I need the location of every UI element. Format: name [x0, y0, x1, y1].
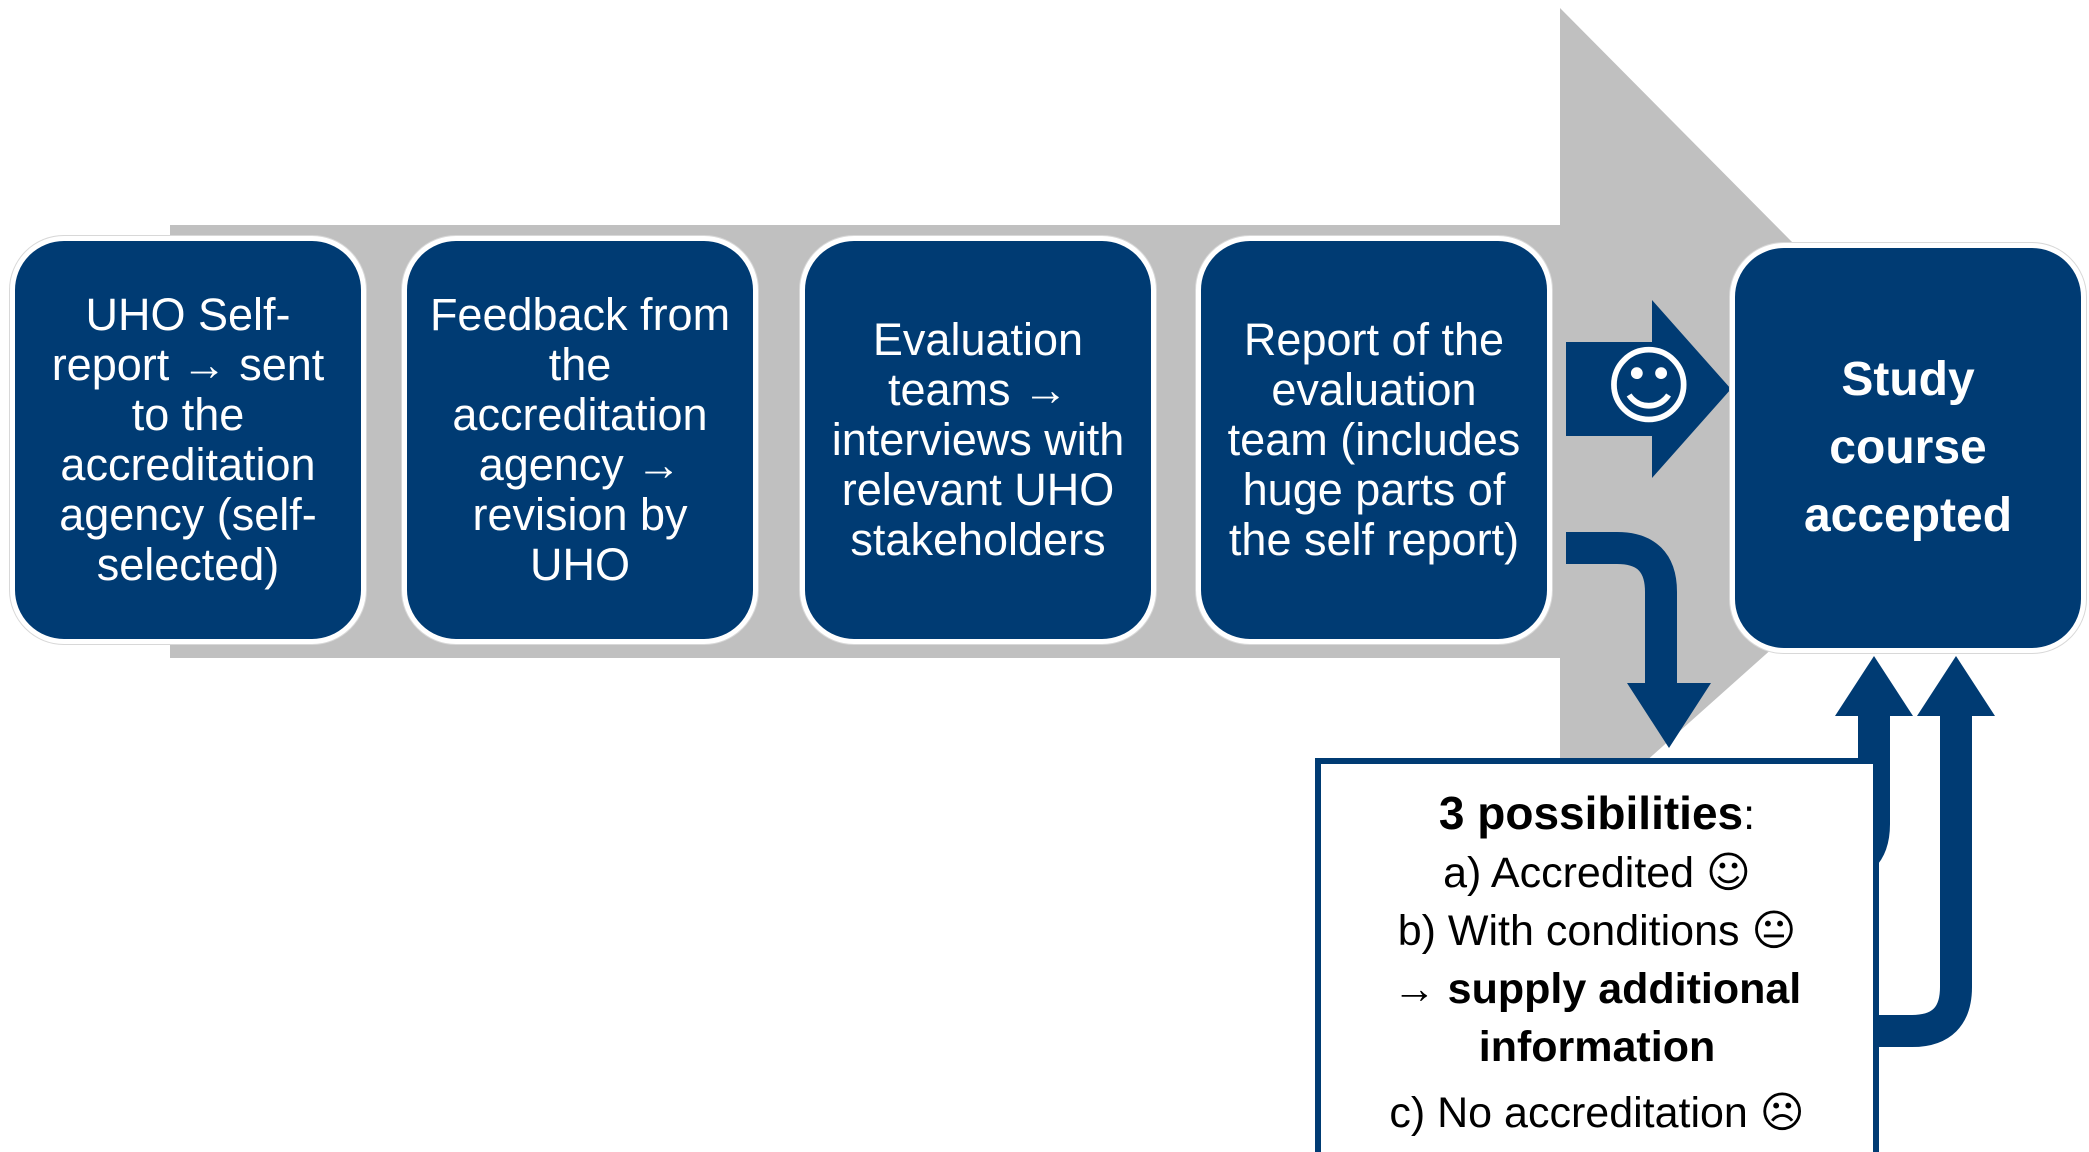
study-course-accepted-box: Study course accepted	[1730, 243, 2086, 653]
step-evaluation-report-label: Report of the evaluation team (includes …	[1227, 314, 1521, 565]
step-self-report-label: UHO Self-report → sent to the accreditat…	[51, 289, 325, 590]
step-self-report: UHO Self-report → sent to the accreditat…	[10, 236, 366, 644]
possibility-no-accreditation-label: c) No accreditation	[1389, 1089, 1760, 1137]
neutral-face-icon: 😐	[1751, 906, 1797, 956]
study-course-accepted-label: Study course accepted	[1803, 353, 2013, 542]
review-bend-arrow	[1566, 532, 1677, 685]
step-agency-feedback-label: Feedback from the accreditation agency →…	[429, 289, 731, 590]
accredited-arrow-head	[1835, 656, 1913, 716]
step-evaluation-report: Report of the evaluation team (includes …	[1196, 236, 1552, 644]
smile-icon: ☺	[1604, 337, 1694, 437]
possibility-accredited-label: a) Accredited	[1443, 849, 1707, 897]
possibilities-heading: 3 possibilities:	[1321, 784, 1873, 844]
possibility-no-accreditation: c) No accreditation ☹	[1321, 1084, 1873, 1142]
possibility-accredited: a) Accredited ☺	[1321, 844, 1873, 902]
possibility-conditions: b) With conditions 😐	[1321, 902, 1873, 960]
success-arrow	[1566, 300, 1731, 478]
conditions-arrow-head	[1917, 656, 1995, 716]
conditions-return-arrow	[1857, 710, 1972, 1047]
step-agency-feedback: Feedback from the accreditation agency →…	[402, 236, 758, 644]
possibilities-title-colon: :	[1743, 791, 1756, 839]
supply-information-note: → supply additional information	[1392, 965, 1802, 1071]
step-evaluation-teams: Evaluation teams → interviews with relev…	[800, 236, 1156, 644]
review-arrow-head	[1627, 683, 1711, 748]
frown-face-icon: ☹	[1759, 1088, 1805, 1138]
step-evaluation-teams-label: Evaluation teams → interviews with relev…	[831, 314, 1125, 565]
smile-face-icon: ☺	[1706, 848, 1751, 898]
possibility-conditions-label: b) With conditions	[1397, 907, 1752, 955]
possibilities-title: 3 possibilities	[1438, 787, 1744, 839]
possibilities-panel: 3 possibilities: a) Accredited ☺ b) With…	[1315, 758, 1879, 1152]
